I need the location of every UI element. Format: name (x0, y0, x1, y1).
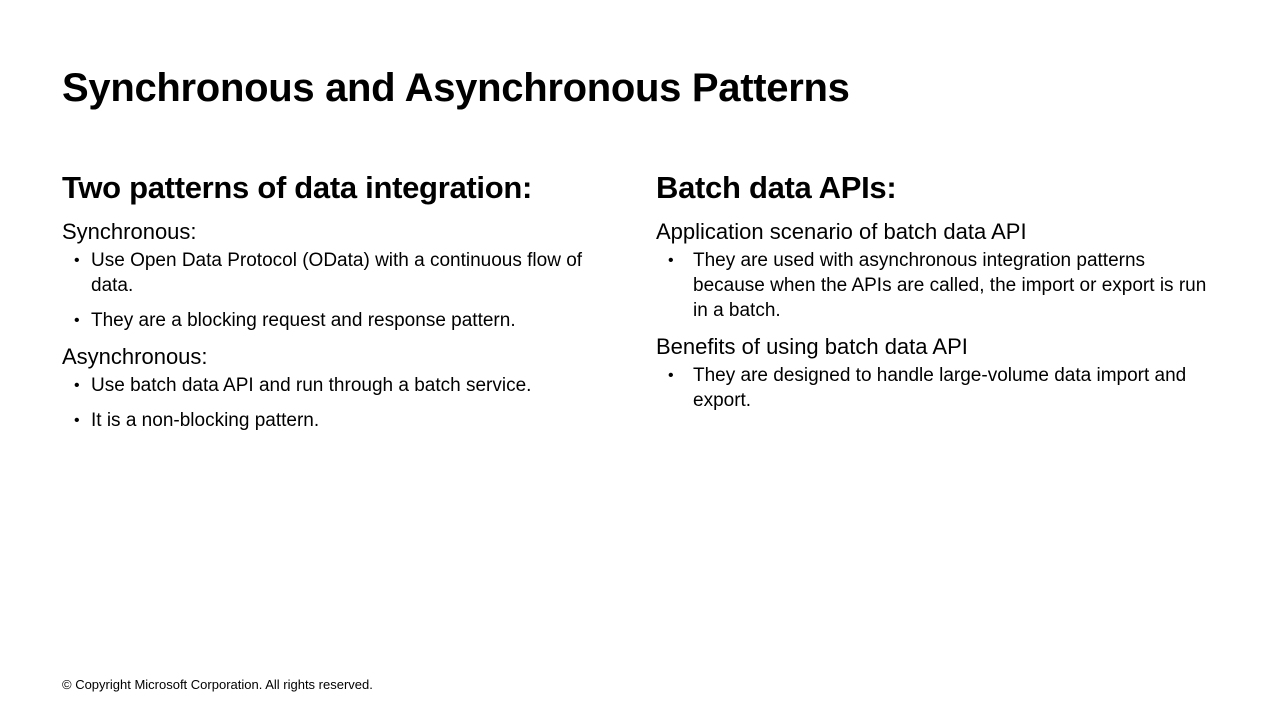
left-column: Two patterns of data integration: Synchr… (62, 168, 602, 443)
list-item: • They are used with asynchronous integr… (656, 248, 1216, 323)
synchronous-group: Synchronous: • Use Open Data Protocol (O… (62, 218, 602, 333)
synchronous-bullet-list: • Use Open Data Protocol (OData) with a … (62, 248, 602, 333)
bullet-icon: • (74, 377, 80, 394)
copyright-footer: © Copyright Microsoft Corporation. All r… (62, 677, 373, 692)
list-item: • They are designed to handle large-volu… (656, 363, 1216, 413)
list-item: • Use batch data API and run through a b… (62, 373, 602, 398)
right-column: Batch data APIs: Application scenario of… (656, 168, 1216, 423)
bullet-text: It is a non-blocking pattern. (91, 410, 320, 431)
slide-title: Synchronous and Asynchronous Patterns (62, 66, 850, 110)
bullet-icon: • (74, 412, 80, 429)
application-scenario-bullet-list: • They are used with asynchronous integr… (656, 248, 1216, 323)
left-column-heading: Two patterns of data integration: (62, 170, 533, 205)
bullet-icon: • (74, 312, 80, 329)
bullet-text: They are used with asynchronous integrat… (693, 250, 1207, 321)
bullet-icon: • (668, 367, 674, 384)
benefits-label: Benefits of using batch data API (656, 334, 968, 359)
bullet-icon: • (668, 252, 674, 269)
asynchronous-group: Asynchronous: • Use batch data API and r… (62, 343, 602, 433)
application-scenario-group: Application scenario of batch data API •… (656, 218, 1216, 323)
list-item: • They are a blocking request and respon… (62, 308, 602, 333)
asynchronous-label: Asynchronous: (62, 344, 208, 369)
bullet-icon: • (74, 252, 80, 269)
bullet-text: Use Open Data Protocol (OData) with a co… (91, 250, 583, 296)
list-item: • Use Open Data Protocol (OData) with a … (62, 248, 602, 298)
bullet-text: They are designed to handle large-volume… (693, 365, 1187, 411)
right-column-heading: Batch data APIs: (656, 170, 897, 205)
asynchronous-bullet-list: • Use batch data API and run through a b… (62, 373, 602, 433)
synchronous-label: Synchronous: (62, 219, 197, 244)
benefits-group: Benefits of using batch data API • They … (656, 333, 1216, 413)
benefits-bullet-list: • They are designed to handle large-volu… (656, 363, 1216, 413)
application-scenario-label: Application scenario of batch data API (656, 219, 1027, 244)
bullet-text: They are a blocking request and response… (91, 310, 516, 331)
bullet-text: Use batch data API and run through a bat… (91, 375, 532, 396)
list-item: • It is a non-blocking pattern. (62, 408, 602, 433)
